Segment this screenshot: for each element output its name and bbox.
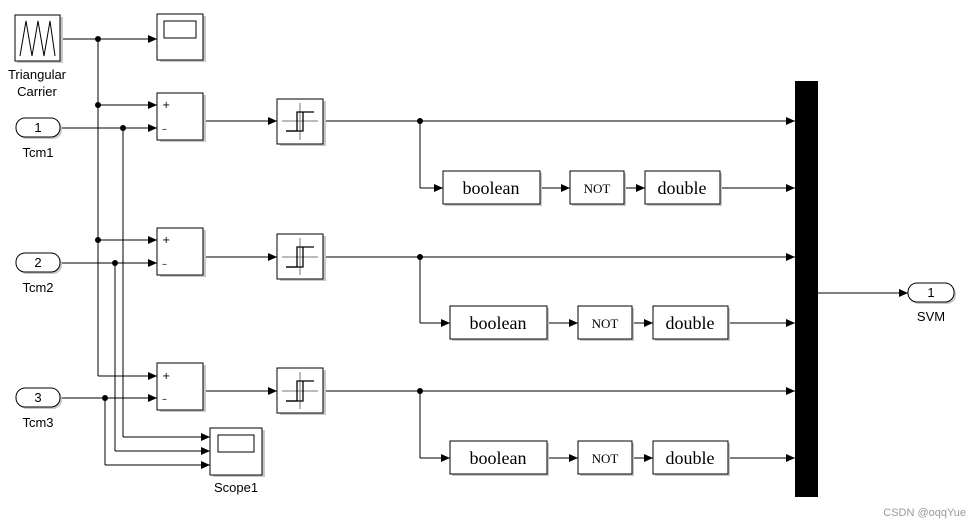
sum-2-plus: + [162,235,170,246]
relay-block-2[interactable] [276,233,326,281]
sum-1-minus: – [162,124,167,135]
mux-block[interactable] [795,81,818,497]
watermark: CSDN @oqqYue [883,507,966,519]
carrier-label-line1: Triangular [8,67,67,82]
relay-block-3[interactable] [276,367,326,415]
not-block-2[interactable]: NOT [577,305,634,341]
sum-1-plus: + [162,100,170,111]
outport-label: SVM [917,309,945,324]
outport-svm[interactable]: 1 [907,282,956,304]
inport-tcm2[interactable]: 2 [15,252,62,274]
inport-tcm2-number: 2 [34,255,41,270]
carrier-label-line2: Carrier [17,84,57,99]
junction-dots [95,36,423,401]
not-1-label: NOT [584,181,611,196]
inport-tcm1-number: 1 [34,120,41,135]
double-2-label: double [666,313,715,333]
sum-3-plus: + [162,371,170,382]
boolean-block-3[interactable]: boolean [449,440,549,476]
boolean-block-2[interactable]: boolean [449,305,549,341]
triangular-carrier-block[interactable] [14,14,63,63]
double-1-label: double [658,178,707,198]
inport-tcm1-label: Tcm1 [22,145,53,160]
inport-tcm2-label: Tcm2 [22,280,53,295]
double-block-1[interactable]: double [644,170,722,206]
inport-tcm1[interactable]: 1 [15,117,62,139]
scope1-label: Scope1 [214,480,258,495]
double-3-label: double [666,448,715,468]
sum-3-minus: – [162,394,167,405]
inport-tcm3[interactable]: 3 [15,387,62,409]
carrier-scope-block[interactable] [156,13,206,62]
relay-block-1[interactable] [276,98,326,146]
double-block-3[interactable]: double [652,440,730,476]
not-block-3[interactable]: NOT [577,440,634,476]
not-3-label: NOT [592,451,619,466]
sum-2-minus: – [162,259,167,270]
boolean-3-label: boolean [470,448,527,468]
sum-block-1[interactable]: + – [156,92,206,142]
wires [60,35,908,469]
inport-tcm3-number: 3 [34,390,41,405]
outport-number: 1 [927,285,934,300]
double-block-2[interactable]: double [652,305,730,341]
boolean-block-1[interactable]: boolean [442,170,542,206]
boolean-2-label: boolean [470,313,527,333]
inport-tcm3-label: Tcm3 [22,415,53,430]
not-2-label: NOT [592,316,619,331]
boolean-1-label: boolean [463,178,520,198]
sum-block-3[interactable]: + – [156,362,206,412]
scope1-block[interactable] [209,427,265,477]
not-block-1[interactable]: NOT [569,170,626,206]
sum-block-2[interactable]: + – [156,227,206,277]
